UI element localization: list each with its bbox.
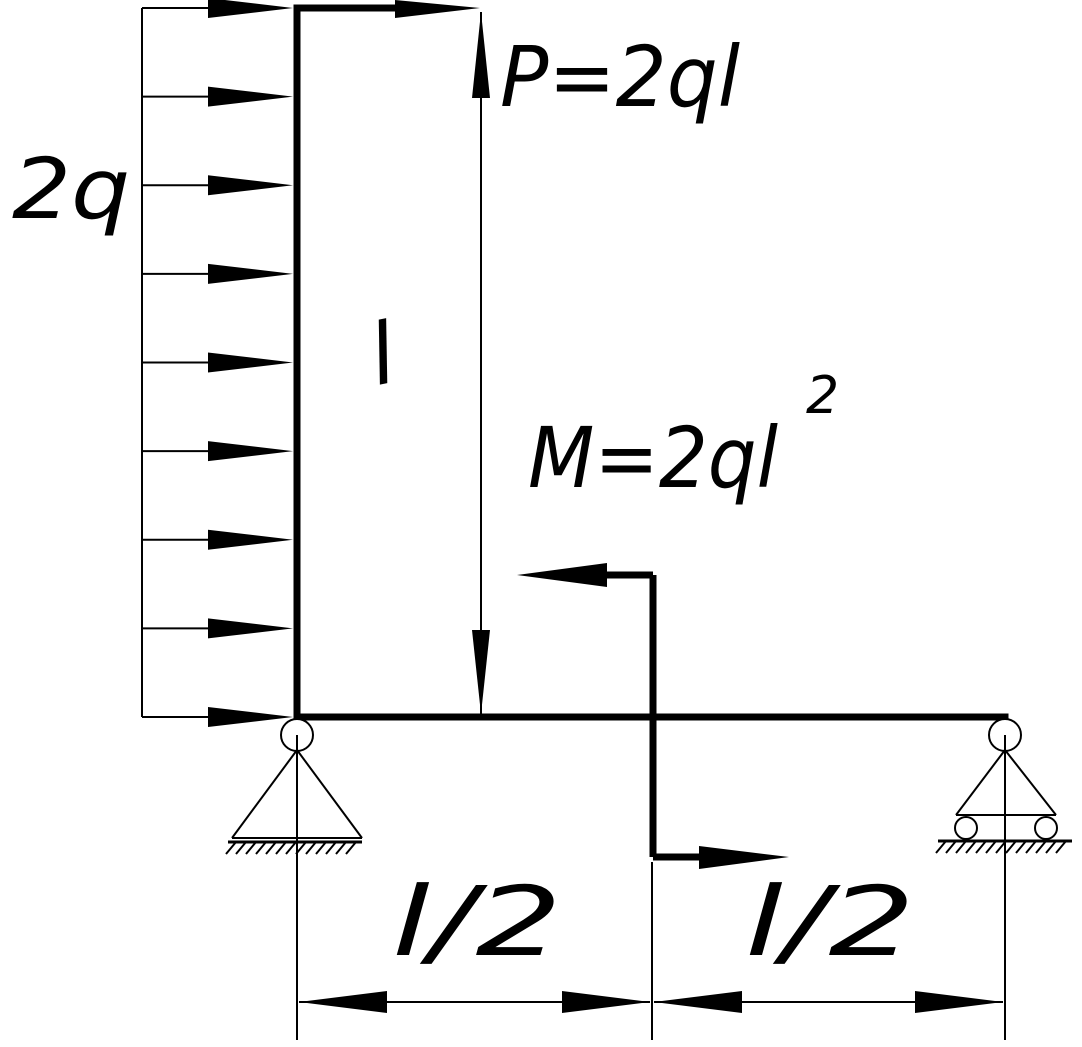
ground-hatch-line xyxy=(1035,840,1047,854)
load-arrow-head xyxy=(208,175,293,196)
ground-hatch-line xyxy=(1045,840,1057,854)
ground-hatch-line xyxy=(285,841,297,855)
height-label: l xyxy=(361,304,404,405)
force-p-arrow xyxy=(395,0,480,18)
ground-hatch-line xyxy=(225,841,237,855)
distributed-load-label: 2q xyxy=(12,140,130,238)
ground-hatch-line xyxy=(955,840,967,854)
span-right-label: l/2 xyxy=(745,866,915,978)
ground-hatch-line xyxy=(965,840,977,854)
ground-hatch-line xyxy=(1055,840,1067,854)
ground-hatch-line xyxy=(335,841,347,855)
distributed-load xyxy=(141,0,293,727)
ground-hatch-line xyxy=(315,841,327,855)
ground-hatch-line xyxy=(305,841,317,855)
ground-hatch-line xyxy=(985,840,997,854)
ground-hatch-line xyxy=(345,841,357,855)
ground-hatch-line xyxy=(1015,840,1027,854)
moment-symbol xyxy=(600,571,705,861)
ground-hatch-line xyxy=(325,841,337,855)
moment-label: M=2ql xyxy=(528,409,778,507)
load-arrow-head xyxy=(208,529,293,550)
ground-hatch-line xyxy=(275,841,287,855)
ground-hatch-line xyxy=(245,841,257,855)
load-arrows xyxy=(142,0,293,727)
span-dimension-arrows xyxy=(299,991,1003,1013)
load-arrow-head xyxy=(208,618,293,639)
force-label: P=2ql xyxy=(500,28,740,126)
ground-hatch-line xyxy=(945,840,957,854)
load-arrow-head xyxy=(208,707,293,727)
height-dimension xyxy=(472,12,490,714)
ground-hatch-line xyxy=(975,840,987,854)
ground-hatch-line xyxy=(235,841,247,855)
ground-hatch-line xyxy=(255,841,267,855)
pin-support-icon xyxy=(225,718,363,855)
ground-hatch-line xyxy=(935,840,947,854)
moment-arrow-left xyxy=(517,563,607,587)
load-arrow-head xyxy=(208,263,293,284)
moment-arrow-right xyxy=(699,846,789,869)
ground-hatch-line xyxy=(265,841,277,855)
ground-hatch-line xyxy=(1025,840,1037,854)
load-arrow-head xyxy=(208,86,293,107)
span-left-label: l/2 xyxy=(392,866,562,978)
load-arrow-head xyxy=(208,0,293,18)
ground-hatch-line xyxy=(1005,840,1017,854)
load-arrow-head xyxy=(208,441,293,462)
load-arrow-head xyxy=(208,352,293,373)
moment-exponent: 2 xyxy=(806,366,839,426)
